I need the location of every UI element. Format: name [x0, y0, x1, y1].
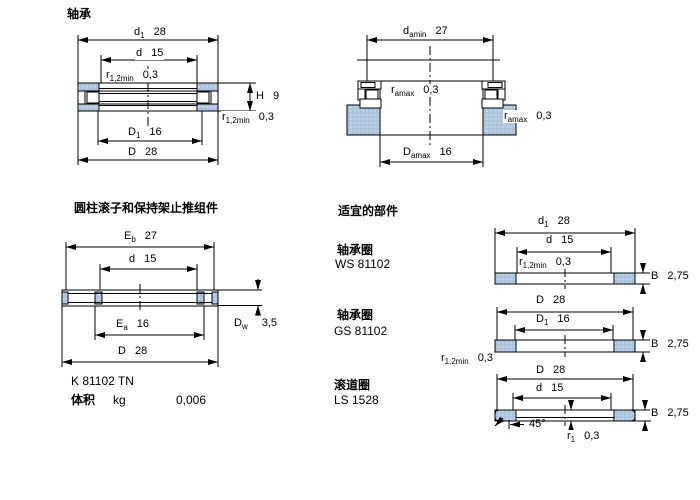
assembly-strip	[61, 284, 219, 312]
assembly-section-title: 圆柱滚子和保持架止推组件	[73, 201, 220, 215]
roller-cage-assembly-figure	[61, 242, 262, 367]
part-kind-ls: 滚道圈	[333, 378, 372, 392]
bearing-section-title: 轴承	[66, 7, 93, 21]
mass-value: 0,006	[175, 393, 208, 407]
ls-chamfer-angle-label: 45°	[529, 418, 546, 430]
gs-washer-drawing	[494, 307, 650, 362]
right-bearing-stack	[481, 80, 506, 109]
part-code-ls: LS 1528	[333, 393, 380, 407]
parts-section-title: 适宜的部件	[337, 204, 400, 218]
ws-washer-drawing	[494, 228, 650, 294]
part-kind-ws: 轴承圈	[336, 243, 375, 257]
associated-parts-figures	[494, 228, 651, 431]
bearing-washer-shapes	[77, 82, 219, 112]
mass-label: 体积	[70, 393, 97, 407]
bearing-cross-section-figure	[77, 35, 256, 165]
part-kind-gs: 轴承圈	[336, 308, 375, 322]
assembly-designation: K 81102 TN	[70, 374, 135, 388]
left-bearing-stack	[357, 80, 382, 109]
mass-unit: kg	[112, 393, 127, 407]
part-code-ws: WS 81102	[334, 257, 392, 271]
part-code-gs: GS 81102	[333, 324, 389, 338]
ls-washer-drawing	[494, 374, 651, 431]
